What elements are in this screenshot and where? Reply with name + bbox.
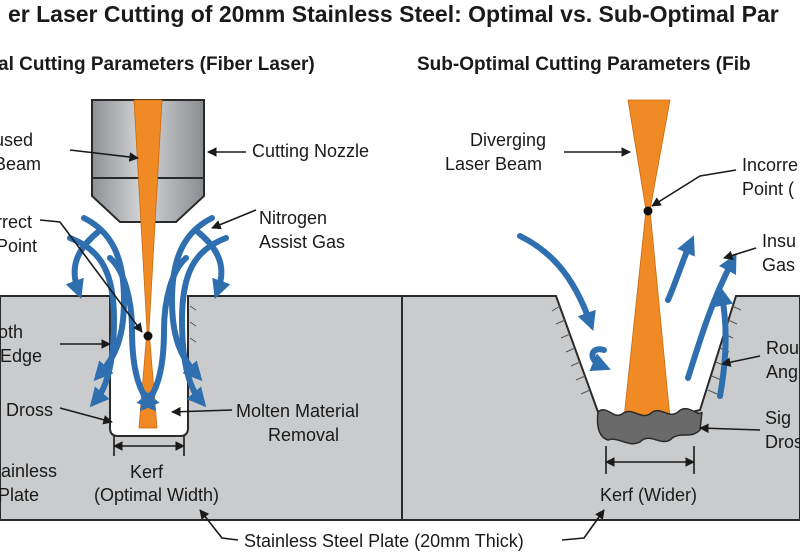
- label-correct-point-line2: Point: [0, 236, 37, 256]
- label-nitrogen-line2: Assist Gas: [259, 232, 345, 252]
- insufficient-gas-flow: [517, 233, 737, 399]
- label-insufficient-gas-line2: Gas: [762, 255, 795, 275]
- label-kerf-optimal-line1: Kerf: [130, 462, 164, 482]
- label-molten-line1: Molten Material: [236, 401, 359, 421]
- footer-plate-label: Stainless Steel Plate (20mm Thick): [244, 531, 524, 551]
- label-nitrogen-line1: Nitrogen: [259, 208, 327, 228]
- label-incorrect-point-line1: Incorre: [742, 155, 798, 175]
- label-stainless-line2: Plate: [0, 485, 39, 505]
- label-focused-beam-line1: used: [0, 130, 33, 150]
- left-panel-heading: al Cutting Parameters (Fiber Laser): [0, 54, 315, 75]
- focused-laser-beam: [133, 99, 163, 429]
- label-correct-point-line1: rrect: [0, 212, 32, 232]
- label-diverging-line2: Laser Beam: [445, 154, 542, 174]
- label-smooth-edge-line2: Edge: [0, 346, 42, 366]
- diagram-title: er Laser Cutting of 20mm Stainless Steel…: [8, 1, 779, 27]
- label-incorrect-point-line2: Point (: [742, 179, 794, 199]
- steel-plate: [0, 295, 800, 521]
- label-kerf-wider: Kerf (Wider): [600, 485, 697, 505]
- incorrect-focal-point-dot: [643, 206, 653, 216]
- left-leader-lines: [39, 147, 257, 456]
- focal-point-dot: [143, 331, 153, 341]
- label-significant-dross-line1: Sig: [765, 408, 791, 428]
- right-panel-heading: Sub-Optimal Cutting Parameters (Fib: [417, 54, 751, 75]
- label-significant-dross-line2: Dros: [765, 432, 800, 452]
- assist-gas-flow: [65, 215, 231, 412]
- right-leader-lines: [564, 147, 761, 474]
- footer-leader: [199, 509, 605, 541]
- significant-dross: [596, 407, 703, 445]
- label-kerf-optimal-line2: (Optimal Width): [94, 485, 219, 505]
- label-dross: Dross: [6, 400, 53, 420]
- diverging-laser-beam: [623, 99, 671, 419]
- label-cutting-nozzle: Cutting Nozzle: [252, 141, 369, 161]
- label-focused-beam-line2: Beam: [0, 154, 41, 174]
- label-stainless-line1: tainless: [0, 461, 57, 481]
- label-rough-edge-line2: Ang: [766, 362, 798, 382]
- right-plate-section: [401, 295, 800, 521]
- label-rough-edge-line1: Rou: [766, 338, 799, 358]
- label-diverging-line1: Diverging: [470, 130, 546, 150]
- label-insufficient-gas-line1: Insu: [762, 231, 796, 251]
- label-molten-line2: Removal: [268, 425, 339, 445]
- label-smooth-edge-line1: oth: [0, 322, 23, 342]
